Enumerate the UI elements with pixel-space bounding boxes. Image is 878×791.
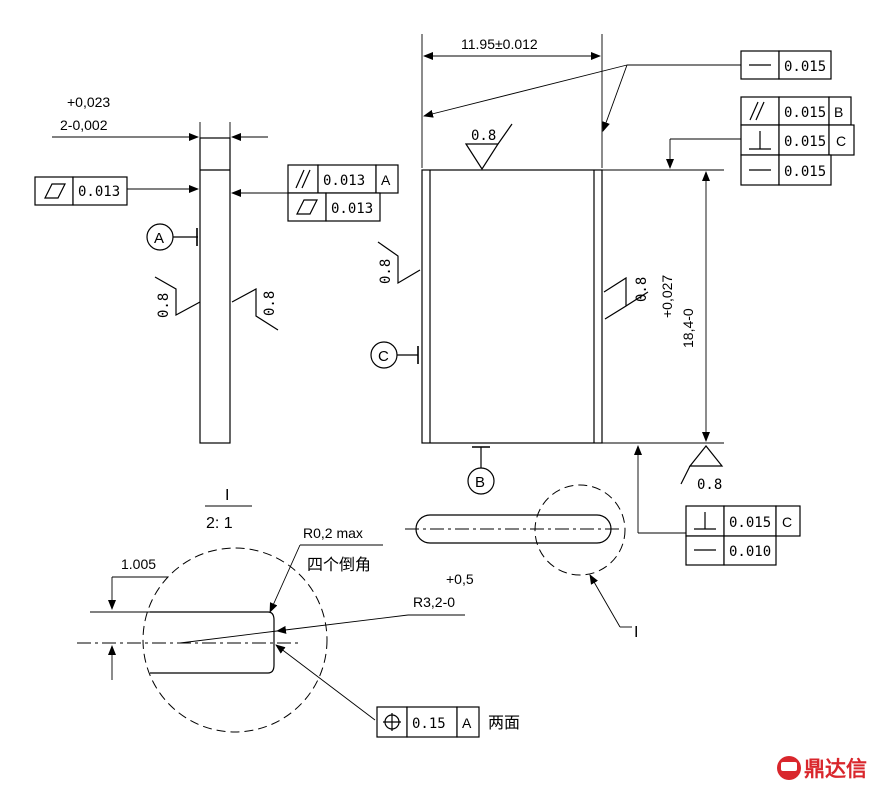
slot-outline [415,514,612,544]
radius-tolerance: +0,5 [446,571,474,587]
fcf-symbol-cell [287,192,327,222]
bottom-slot-view: I [405,484,638,641]
roughness-symbol-tail [497,123,513,145]
detail-view-i: I 2: 1 1.005 R0,2 max 四个倒角 +0,5 R3,2-0 0… [77,487,520,738]
position-note: 两面 [488,715,520,732]
datum-b-bubble [467,467,495,495]
roughness-symbol-tail [625,291,649,307]
perpendicularity-value: 0.015 [784,134,826,150]
parallelism-icon [295,169,305,189]
leader-line [276,614,409,634]
detail-callout-label: I [634,624,638,641]
datum-ref-c: C [782,514,792,530]
fcf-datum-cell [828,124,855,156]
width-tolerance-lower: 2-0,002 [60,117,108,133]
straightness-value: 0.015 [784,164,826,180]
leader-line [602,64,628,132]
fcf-value-cell [778,50,832,80]
roughness-symbol-tail [680,465,691,485]
parallelism-icon [749,101,759,121]
fcf-value-cell [723,535,777,566]
flatness-icon [44,183,66,199]
fillet-note: R0,2 max [303,525,363,541]
parallelism-value: 0.013 [323,173,365,189]
roughness-symbol [603,276,627,320]
parallelism-value: 0.015 [784,105,826,121]
fcf-datum-cell [456,706,480,738]
width-tolerance-upper: +0,023 [67,94,110,110]
perpendicularity-value: 0.015 [729,515,771,531]
offset-dimension: 1.005 [121,556,156,572]
width-dimension: 11.95±0.012 [461,36,538,52]
flatness-icon [296,199,318,215]
detail-leader [589,574,621,628]
detail-circle [534,484,626,576]
roughness-value-top: 0.8 [471,128,496,144]
roughness-symbol [688,445,724,467]
brand-logo: 鼎达信 [777,756,867,781]
logo-badge-icon [781,762,797,771]
flatness-value: 0.013 [78,184,120,200]
height-tolerance-upper: +0,027 [659,275,675,318]
leader-line [269,544,301,613]
radius-dimension: R3,2-0 [413,594,455,610]
datum-c-label: C [378,348,389,365]
fcf-datum-cell [775,505,801,537]
datum-b-label: B [475,474,485,491]
left-side-view: +0,023 2-0,002 0.013 0.013 A 0.013 A 0.8… [34,94,399,444]
left-part-outline [199,137,231,444]
straightness-value: 0.010 [729,544,771,560]
fcf-datum-cell [375,164,399,194]
detail-title: I [225,487,229,504]
datum-ref-a: A [381,172,391,188]
detail-scale: 2: 1 [206,515,233,532]
datum-ref-b: B [834,104,843,120]
height-dimension: 18,4-0 [680,308,696,348]
fillet-note-cn: 四个倒角 [307,556,371,574]
flatness-value: 0.013 [331,201,373,217]
roughness-value-left: 0.8 [378,259,394,284]
roughness-value-left: 0.8 [156,293,172,318]
fcf-value-cell [406,706,458,738]
roughness-value-bottom: 0.8 [697,477,722,493]
parallelism-icon [755,101,765,121]
roughness-symbol [231,287,279,331]
datum-ref-a: A [462,715,472,731]
fcf-symbol-cell [376,706,408,738]
roughness-symbol [377,241,421,285]
roughness-symbol [154,276,201,317]
leader-line [275,644,376,721]
front-part-outline [421,169,603,444]
datum-a-label: A [154,230,164,247]
fcf-value-cell [325,192,381,222]
straightness-value: 0.015 [784,59,826,75]
leader-line [179,630,278,644]
front-view: 11.95±0.012 0.015 0.8 0.015 B 0.015 C 0.… [370,34,855,566]
detail-boundary-circle [142,547,328,733]
fcf-symbol-cell [287,164,319,194]
datum-ref-c: C [836,133,846,149]
parallelism-icon [301,169,311,189]
leader-line [423,64,628,118]
roughness-value-right: 0.8 [634,277,650,302]
logo-text: 鼎达信 [804,757,867,781]
roughness-value-right: 0.8 [262,291,278,316]
fcf-symbol-cell [34,176,74,206]
fcf-value-cell [778,154,832,186]
position-value: 0.15 [412,716,446,732]
fcf-value-cell [72,176,128,206]
roughness-symbol [464,143,500,171]
